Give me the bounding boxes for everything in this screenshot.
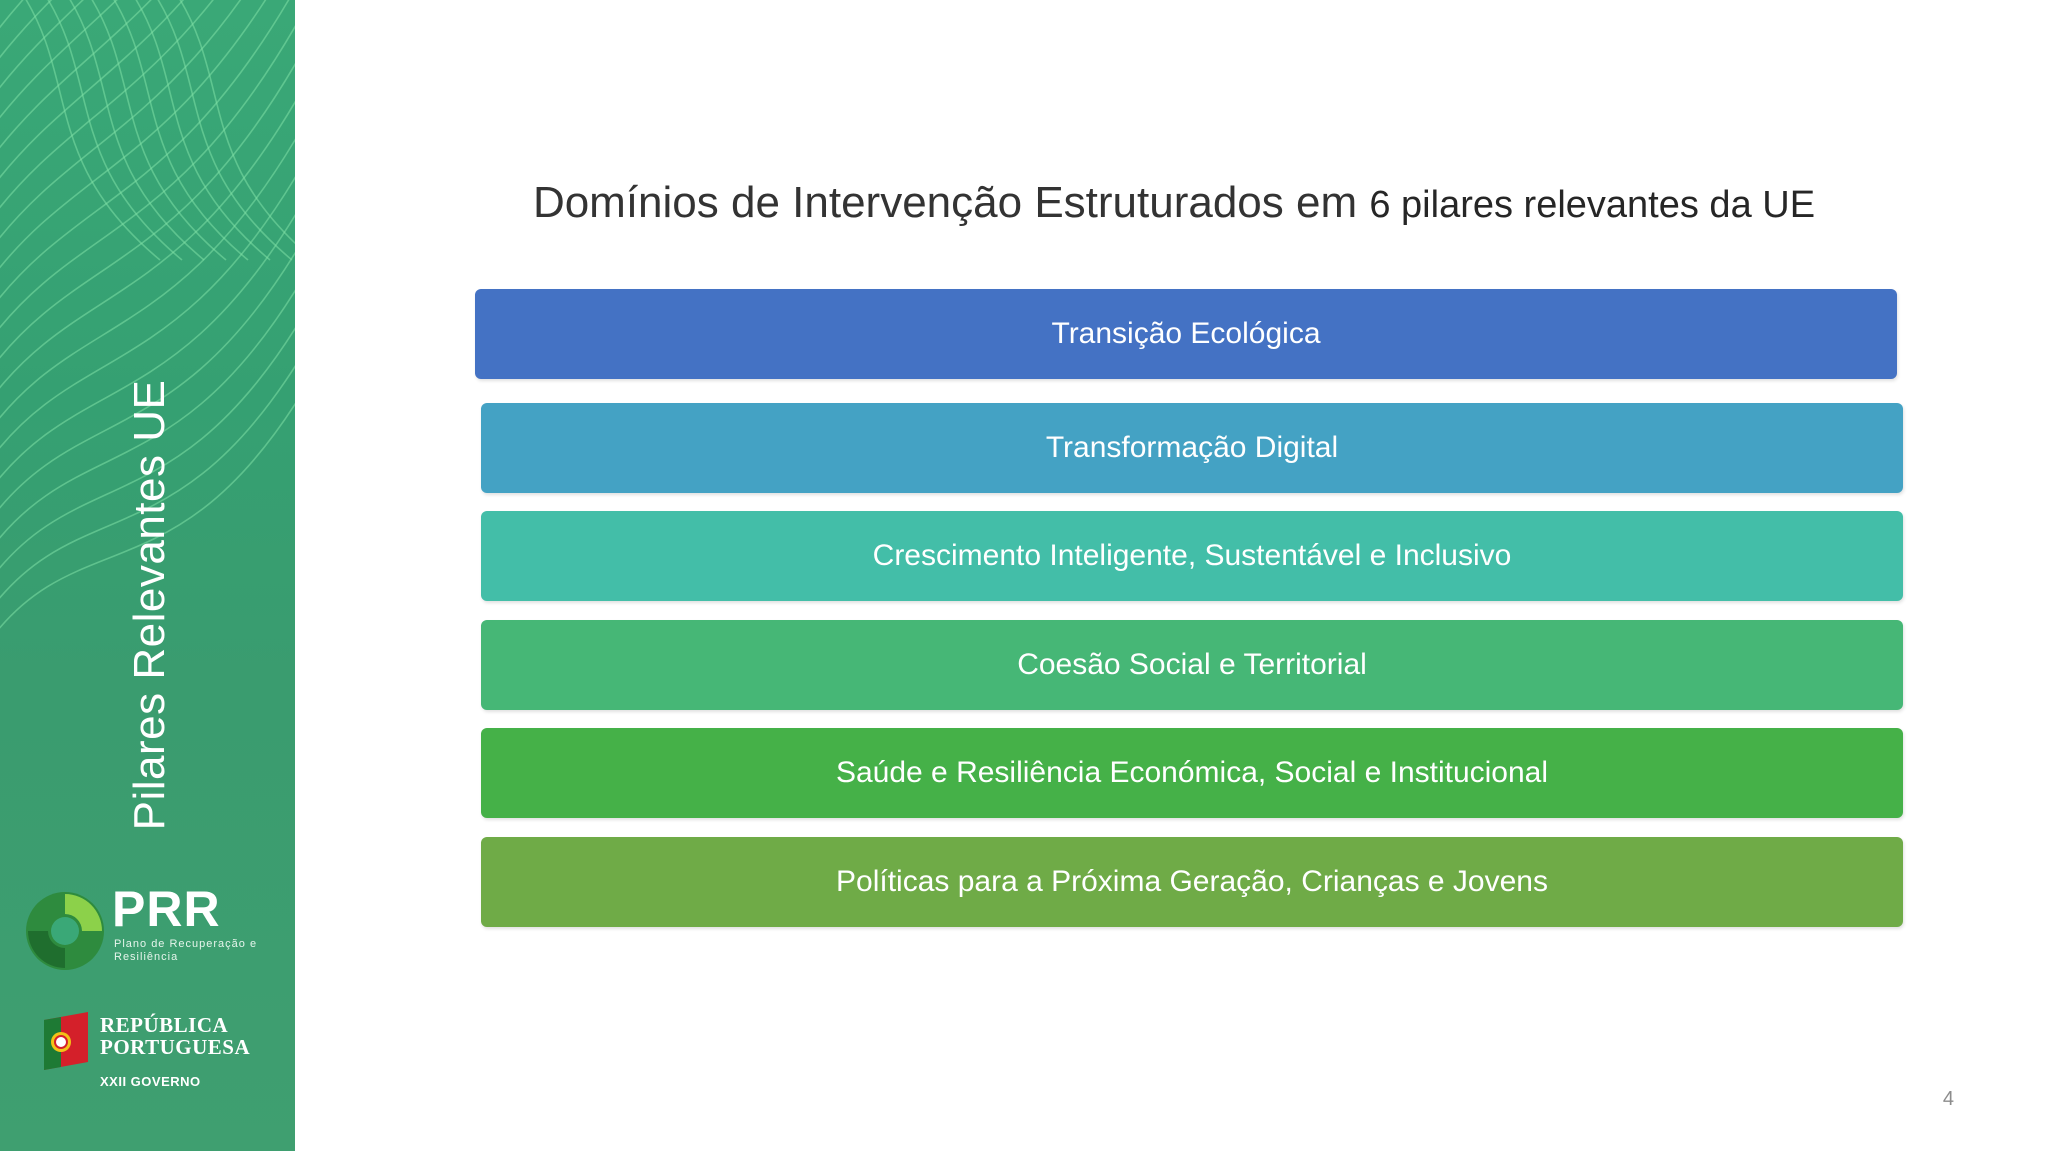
pillar-label: Transformação Digital [1045, 431, 1339, 464]
wave-line [0, 0, 214, 209]
wave-line [0, 62, 295, 359]
government-label: XXII GOVERNO [100, 1074, 201, 1089]
wave-line [0, 176, 295, 449]
wave-line [0, 402, 295, 629]
wave-line [91, 0, 227, 261]
republica-portuguesa-logo: REPÚBLICA PORTUGUESA XXII GOVERNO [44, 1010, 274, 1090]
pillar-label: Políticas para a Próxima Geração, Crianç… [836, 865, 1548, 898]
wave-line [0, 0, 242, 239]
wave-line [0, 0, 53, 59]
wave-line [0, 213, 295, 479]
wave-line [0, 0, 267, 269]
portugal-flag-icon [44, 1012, 88, 1070]
wave-line [157, 0, 293, 261]
sidebar: Pilares Relevantes UE PRR Plano de Recup… [0, 0, 295, 1151]
wave-line [47, 0, 183, 261]
wave-line [0, 0, 84, 89]
wave-line [25, 0, 161, 261]
pillar-saude-resiliencia: Saúde e Resiliência Económica, Social e … [481, 728, 1903, 818]
pillar-transicao-ecologica: Transição Ecológica [475, 289, 1897, 379]
slide-title-highlight: 6 pilares relevantes da UE [1369, 184, 1816, 226]
pillar-label: Transição Ecológica [1051, 317, 1321, 350]
wave-line [135, 0, 271, 261]
wave-line [0, 251, 295, 509]
wave-line [0, 289, 295, 539]
slide-title-main: Domínios de Intervenção Estruturados em [532, 178, 1370, 227]
pillar-label: Crescimento Inteligente, Sustentável e I… [872, 539, 1512, 572]
wave-lines-decoration [0, 0, 295, 629]
pillar-crescimento-inteligente: Crescimento Inteligente, Sustentável e I… [481, 511, 1903, 601]
wave-line [69, 0, 205, 261]
prr-subtitle: Plano de Recuperação e Resiliência [114, 938, 258, 963]
wave-line [0, 0, 152, 149]
republica-line2: PORTUGUESA [100, 1035, 251, 1059]
pillar-politicas-proxima-geracao: Políticas para a Próxima Geração, Crianç… [481, 837, 1903, 927]
pillar-label: Coesão Social e Territorial [1017, 648, 1367, 681]
prr-logo: PRR Plano de Recuperação e Resiliência [24, 881, 264, 976]
wave-line [0, 100, 295, 389]
pillar-coesao-social: Coesão Social e Territorial [481, 620, 1903, 710]
pillar-label: Saúde e Resiliência Económica, Social e … [835, 756, 1549, 789]
wave-line [0, 25, 295, 329]
republica-name: REPÚBLICA PORTUGUESA [100, 1014, 250, 1058]
wave-line [0, 0, 118, 119]
wave-line [113, 0, 249, 261]
wave-line [0, 138, 295, 419]
republica-line1: REPÚBLICA [100, 1013, 229, 1037]
prr-emblem-icon [26, 892, 104, 970]
pillar-transformacao-digital: Transformação Digital [481, 403, 1903, 493]
sidebar-title: Pilares Relevantes UE [125, 379, 174, 831]
prr-name: PRR [112, 881, 221, 937]
wave-line [0, 0, 290, 299]
wave-line [0, 364, 295, 599]
wave-line [0, 0, 185, 179]
wave-line [179, 0, 295, 245]
wave-line [0, 327, 295, 569]
slide-title: Domínios de Intervenção Estruturados em … [300, 178, 2048, 228]
page-number: 4 [1942, 1088, 1954, 1110]
wave-line [0, 0, 295, 10]
